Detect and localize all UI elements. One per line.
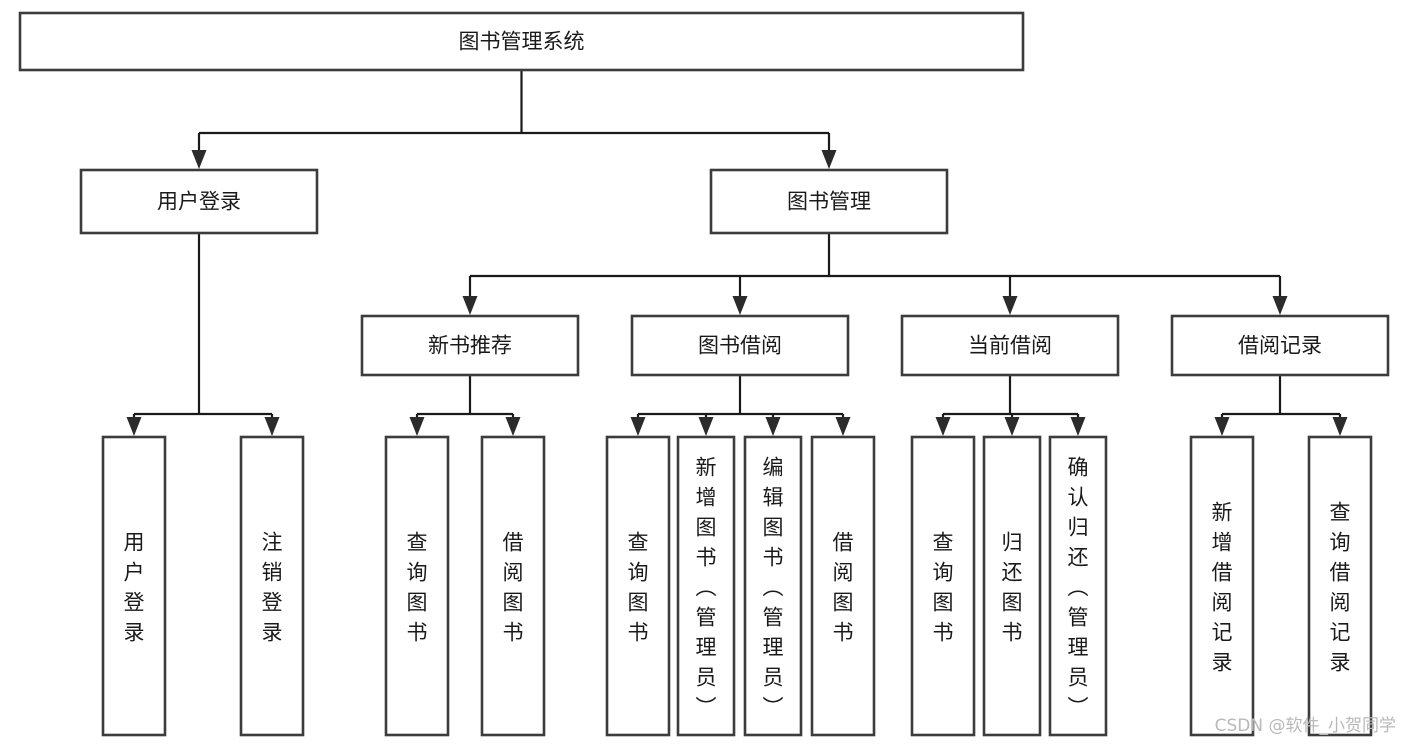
node-box-add-borrow-record[interactable] xyxy=(1189,435,1255,737)
arrow-head-icon xyxy=(191,150,207,169)
nodes-layer: 图书管理系统用户登录图书管理用户登录注销登录新书推荐查询图书借阅图书图书借阅查询… xyxy=(18,11,1390,737)
arrow-head-icon xyxy=(1272,296,1288,315)
node-label-user-login-leaf: 用户登录 xyxy=(124,530,145,644)
arrow-head-icon xyxy=(835,417,851,436)
node-label-query-borrow-record: 查询借阅记录 xyxy=(1330,500,1351,674)
csdn-watermark: CSDN @软件_小贺同学 xyxy=(1215,716,1396,736)
node-label-query-book-1: 查询图书 xyxy=(407,530,428,644)
node-box-query-borrow-record[interactable] xyxy=(1307,435,1373,737)
node-label-borrow-book-1: 借阅图书 xyxy=(503,530,524,644)
node-edit-book-admin[interactable]: 编辑图书︵管理员︶ xyxy=(743,435,803,737)
node-box-query-book-1[interactable] xyxy=(384,435,450,737)
node-box-borrow-book-1[interactable] xyxy=(480,435,546,737)
node-box-borrow-book-2[interactable] xyxy=(810,435,876,737)
arrow-head-icon xyxy=(698,417,714,436)
node-query-borrow-record[interactable]: 查询借阅记录 xyxy=(1307,435,1373,737)
node-label-borrow-book-2: 借阅图书 xyxy=(833,530,854,644)
node-current-borrow[interactable]: 当前借阅 xyxy=(900,314,1120,377)
arrow-head-icon xyxy=(505,417,521,436)
node-book-borrow[interactable]: 图书借阅 xyxy=(630,314,850,377)
node-borrow-book-2[interactable]: 借阅图书 xyxy=(810,435,876,737)
edges-layer xyxy=(126,70,1348,436)
node-new-book-recommend[interactable]: 新书推荐 xyxy=(360,314,580,377)
node-box-add-book-admin[interactable] xyxy=(676,435,736,737)
node-book-management[interactable]: 图书管理 xyxy=(709,168,949,235)
node-box-query-book-2[interactable] xyxy=(605,435,671,737)
node-confirm-return-admin[interactable]: 确认归还︵管理员︶ xyxy=(1048,435,1108,737)
node-query-book-1[interactable]: 查询图书 xyxy=(384,435,450,737)
node-label-user-logout-leaf: 注销登录 xyxy=(262,530,283,644)
arrow-head-icon xyxy=(1214,417,1230,436)
arrow-head-icon xyxy=(821,150,837,169)
node-user-login[interactable]: 用户登录 xyxy=(79,168,319,235)
node-label-query-book-2: 查询图书 xyxy=(628,530,649,644)
node-label-user-login: 用户登录 xyxy=(157,190,241,214)
node-box-current-borrow[interactable] xyxy=(900,314,1120,377)
node-box-borrow-records[interactable] xyxy=(1170,314,1390,377)
arrow-head-icon xyxy=(126,417,142,436)
node-box-return-book[interactable] xyxy=(982,435,1042,737)
node-root[interactable]: 图书管理系统 xyxy=(18,11,1025,72)
node-label-new-book-recommend: 新书推荐 xyxy=(428,334,512,358)
node-user-logout-leaf[interactable]: 注销登录 xyxy=(239,435,305,737)
node-label-borrow-records: 借阅记录 xyxy=(1238,334,1322,358)
arrow-head-icon xyxy=(462,296,478,315)
node-return-book[interactable]: 归还图书 xyxy=(982,435,1042,737)
node-label-book-borrow: 图书借阅 xyxy=(698,334,782,358)
node-label-add-borrow-record: 新增借阅记录 xyxy=(1212,500,1233,674)
node-box-user-login-leaf[interactable] xyxy=(101,435,167,737)
node-box-book-management[interactable] xyxy=(709,168,949,235)
node-box-edit-book-admin[interactable] xyxy=(743,435,803,737)
node-query-book-2[interactable]: 查询图书 xyxy=(605,435,671,737)
arrow-head-icon xyxy=(264,417,280,436)
node-borrow-records[interactable]: 借阅记录 xyxy=(1170,314,1390,377)
arrow-head-icon xyxy=(1332,417,1348,436)
arrow-head-icon xyxy=(765,417,781,436)
node-label-book-management: 图书管理 xyxy=(787,190,871,214)
node-label-root: 图书管理系统 xyxy=(459,30,585,54)
node-box-query-book-3[interactable] xyxy=(910,435,976,737)
node-box-user-logout-leaf[interactable] xyxy=(239,435,305,737)
node-query-book-3[interactable]: 查询图书 xyxy=(910,435,976,737)
node-user-login-leaf[interactable]: 用户登录 xyxy=(101,435,167,737)
node-add-book-admin[interactable]: 新增图书︵管理员︶ xyxy=(676,435,736,737)
node-label-add-book-admin: 新增图书︵管理员︶ xyxy=(696,455,717,719)
node-add-borrow-record[interactable]: 新增借阅记录 xyxy=(1189,435,1255,737)
arrow-head-icon xyxy=(1004,417,1020,436)
node-label-return-book: 归还图书 xyxy=(1002,530,1023,644)
arrow-head-icon xyxy=(409,417,425,436)
node-box-new-book-recommend[interactable] xyxy=(360,314,580,377)
arrow-head-icon xyxy=(732,296,748,315)
node-box-root[interactable] xyxy=(18,11,1025,72)
node-borrow-book-1[interactable]: 借阅图书 xyxy=(480,435,546,737)
node-box-confirm-return-admin[interactable] xyxy=(1048,435,1108,737)
arrow-head-icon xyxy=(1002,296,1018,315)
arrow-head-icon xyxy=(630,417,646,436)
node-box-user-login[interactable] xyxy=(79,168,319,235)
node-box-book-borrow[interactable] xyxy=(630,314,850,377)
node-label-confirm-return-admin: 确认归还︵管理员︶ xyxy=(1068,455,1089,719)
node-label-edit-book-admin: 编辑图书︵管理员︶ xyxy=(763,455,784,719)
arrow-head-icon xyxy=(1070,417,1086,436)
node-label-query-book-3: 查询图书 xyxy=(933,530,954,644)
arrow-head-icon xyxy=(935,417,951,436)
node-label-current-borrow: 当前借阅 xyxy=(968,334,1052,358)
